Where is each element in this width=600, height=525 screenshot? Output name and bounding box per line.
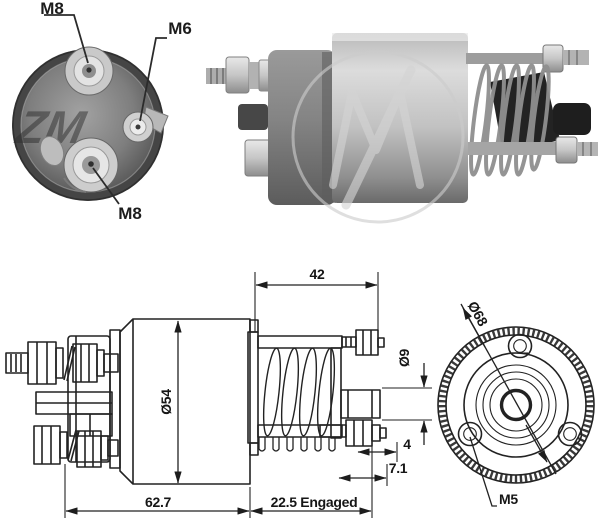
photo-cap (268, 50, 336, 205)
contact-blob (39, 135, 65, 167)
m-watermark: M (291, 50, 465, 224)
svg-text:Ø68: Ø68 (465, 298, 492, 329)
return-spring (469, 63, 551, 177)
dim-engaged: 22.5 Engaged (250, 446, 373, 518)
dim-body-length: 62.7 (64, 464, 251, 518)
rear-cap-photo: ZM M8 M6 M8 (10, 0, 191, 223)
label-m6: M6 (168, 19, 192, 38)
svg-text:22.5 Engaged: 22.5 Engaged (271, 494, 358, 510)
dim-42: 42 (254, 266, 379, 332)
dim-plunger-diameter: Ø9 (382, 348, 432, 445)
svg-text:4: 4 (403, 436, 411, 452)
drawn-plunger-assembly (247, 319, 387, 456)
dim-flange-diameter: Ø68 (460, 298, 557, 475)
shaft-hole (499, 388, 533, 422)
knurled-rim (438, 327, 594, 483)
leader-m6 (139, 37, 167, 122)
svg-text:62.7: 62.7 (145, 494, 172, 510)
side-view-photo: M (206, 33, 598, 224)
dim-travel: 7.1 (338, 460, 408, 486)
drawn-terminals (5, 341, 119, 468)
svg-text:7.1: 7.1 (389, 460, 408, 476)
photo-plunger-assembly (466, 44, 598, 177)
drawn-end-view: Ø68 M5 (437, 298, 595, 507)
terminal-m8-bottom (63, 137, 119, 193)
dim-body-diameter: Ø54 (158, 320, 182, 484)
drawn-body (67, 318, 251, 485)
label-m8-top: M8 (40, 0, 64, 18)
leader-m8-top (44, 14, 89, 64)
svg-text:Ø9: Ø9 (396, 348, 412, 367)
svg-text:42: 42 (310, 266, 325, 282)
label-m8-bottom: M8 (118, 204, 142, 223)
terminal-m8-top (64, 46, 114, 96)
leader-m8-bottom (92, 167, 120, 205)
mount-holes (457, 333, 583, 447)
technical-drawing: 42 Ø54 Ø9 4 7.1 (5, 266, 595, 518)
photo-body (332, 33, 468, 203)
boot-stub (553, 103, 591, 135)
svg-text:Ø54: Ø54 (158, 389, 174, 415)
svg-text:M5: M5 (499, 491, 518, 507)
dim-mount-thread: M5 (469, 436, 519, 507)
dim-offset: 4 (357, 436, 412, 462)
terminal-m6 (122, 106, 169, 143)
